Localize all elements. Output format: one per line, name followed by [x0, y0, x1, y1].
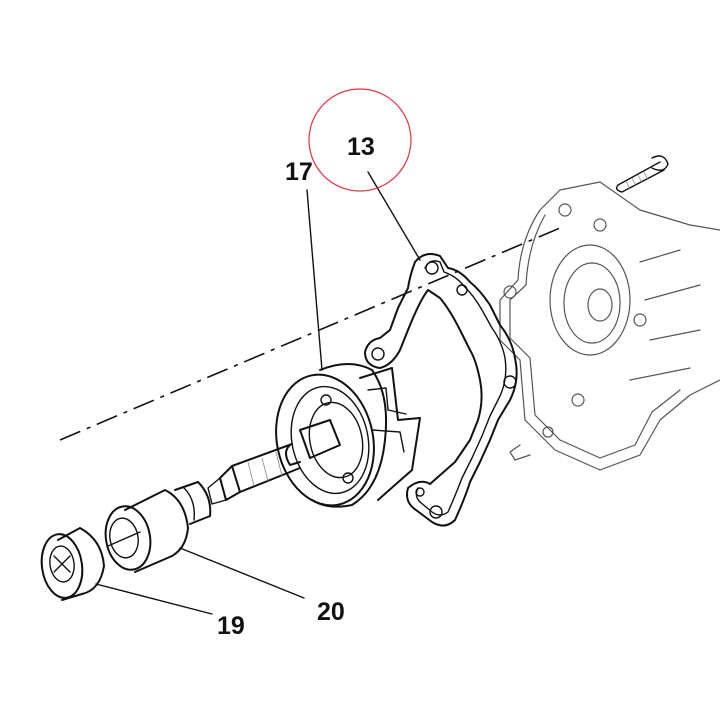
center-axis-line: [59, 227, 561, 441]
seal-ring: [40, 527, 105, 601]
leader-line-19: [95, 583, 213, 615]
callout-label-20: 20: [317, 598, 345, 626]
gasket: [364, 253, 518, 527]
water-pump-assembly: [207, 363, 421, 508]
callout-label-17: 17: [285, 158, 313, 186]
leader-line-13: [367, 171, 421, 261]
pulley-hub: [104, 481, 212, 573]
engine-housing: [499, 181, 720, 471]
bolt-stud: [615, 155, 669, 193]
highlight-ring-13: [308, 88, 412, 192]
leader-line-20: [179, 547, 305, 599]
callout-label-19: 19: [217, 612, 245, 640]
leader-line-17: [306, 189, 323, 371]
callout-label-13: 13: [347, 133, 375, 161]
